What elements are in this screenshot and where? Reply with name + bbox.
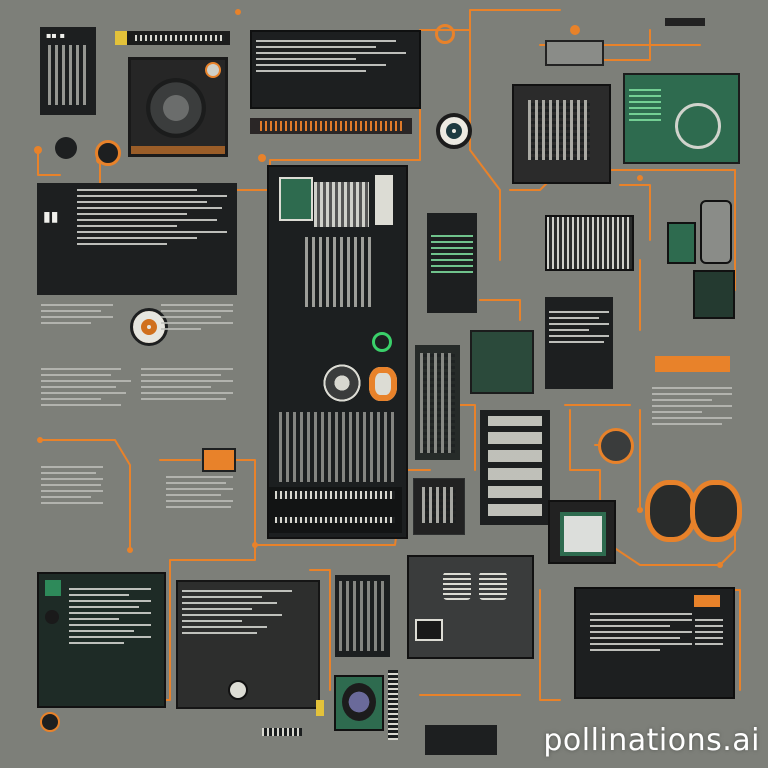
module-mark: ▪▪ ▪ xyxy=(46,31,66,40)
ring-sensor-icon xyxy=(436,113,472,149)
relay-stack xyxy=(480,410,550,525)
camera-lens-icon xyxy=(321,362,363,404)
green-header xyxy=(279,177,313,221)
green-monitor xyxy=(623,73,740,164)
ring-node-icon xyxy=(435,24,455,44)
side-board xyxy=(415,345,460,460)
text-lines xyxy=(157,300,237,334)
orange-tag xyxy=(694,595,720,607)
text-lines xyxy=(37,304,117,324)
switch-icon xyxy=(55,137,77,159)
board-components xyxy=(339,581,385,651)
left-lower-text xyxy=(37,448,237,552)
top-text-panel xyxy=(250,30,421,109)
header-pins xyxy=(388,670,398,740)
camera-module xyxy=(128,57,228,157)
green-tile xyxy=(45,580,61,596)
yellow-component xyxy=(316,700,324,716)
connector-pins xyxy=(135,35,225,41)
lens-module xyxy=(334,675,384,731)
edge-pins xyxy=(275,517,395,523)
green-square xyxy=(693,270,735,319)
text-lines xyxy=(586,613,696,651)
monitor-dial-icon xyxy=(675,103,721,149)
memory-contacts xyxy=(260,121,402,131)
orange-knob-icon xyxy=(369,367,397,401)
text-lines xyxy=(37,466,107,504)
top-connector-block xyxy=(545,40,604,66)
chip-die xyxy=(422,487,456,523)
bottom-left-panel xyxy=(37,572,166,708)
panel-icon-mark: ▮▮ xyxy=(43,209,59,225)
bottom-strip xyxy=(269,487,402,533)
speaker-grill-left xyxy=(443,572,471,600)
text-lines xyxy=(137,364,237,404)
heatsink xyxy=(314,182,369,227)
display-glass xyxy=(560,512,606,556)
small-display xyxy=(548,500,616,564)
green-relay xyxy=(667,222,696,264)
cooling-grill xyxy=(545,215,634,271)
led-icon xyxy=(130,308,168,346)
camera-lens-icon xyxy=(146,78,206,138)
text-lines xyxy=(65,588,155,644)
text-lines xyxy=(37,364,237,410)
speaker-panel xyxy=(407,555,534,659)
port-icon xyxy=(415,619,443,641)
edge-pins xyxy=(275,491,395,499)
bottom-pins xyxy=(262,728,302,736)
main-circuit-board xyxy=(267,165,408,539)
side-chip xyxy=(375,175,393,225)
sensor-icon xyxy=(228,680,248,700)
side-components xyxy=(420,353,455,453)
orange-bar xyxy=(655,356,730,372)
cable-connector xyxy=(115,31,230,45)
grey-relay xyxy=(700,200,732,264)
watermark-text: pollinations.ai xyxy=(543,723,760,758)
button-icon xyxy=(45,610,59,624)
left-text-panel: ▮▮ xyxy=(37,183,237,295)
bottom-doc-panel xyxy=(176,580,320,709)
mid-text-panel xyxy=(545,297,613,389)
knob-icon xyxy=(40,712,60,732)
microchip-icon xyxy=(413,478,465,535)
dial-icon xyxy=(598,428,634,464)
green-board-chunk xyxy=(470,330,534,394)
text-lines xyxy=(73,189,237,245)
processor-board xyxy=(512,84,611,184)
center-screen xyxy=(427,213,477,313)
left-info-block xyxy=(37,300,237,460)
fuse-block xyxy=(202,448,236,472)
text-lines xyxy=(162,472,237,512)
camera-lens-icon xyxy=(342,683,376,721)
bottom-connector xyxy=(425,725,497,755)
green-led-icon xyxy=(372,332,392,352)
relay-cells xyxy=(488,416,542,516)
bottom-mid-board xyxy=(335,575,390,657)
small-display-module: ▪▪ ▪ xyxy=(40,27,96,115)
led-icon xyxy=(205,62,221,78)
monitor-lines xyxy=(625,89,665,121)
speaker-grill-right xyxy=(479,572,507,600)
text-lines xyxy=(648,387,736,425)
screen-lines xyxy=(427,235,477,273)
right-text-block xyxy=(648,383,736,458)
component-rows xyxy=(279,412,394,482)
probe-tip xyxy=(665,18,705,26)
text-lines xyxy=(545,311,613,343)
text-lines xyxy=(178,590,318,634)
orange-speaker-right-icon xyxy=(690,480,742,542)
processor-grid xyxy=(528,100,590,160)
component-grid xyxy=(48,45,88,105)
text-lines xyxy=(691,615,727,649)
bottom-right-screen xyxy=(574,587,735,699)
memory-strip xyxy=(250,118,412,134)
ic-array xyxy=(305,237,375,307)
text-lines xyxy=(252,40,419,72)
knob-icon xyxy=(95,140,121,166)
